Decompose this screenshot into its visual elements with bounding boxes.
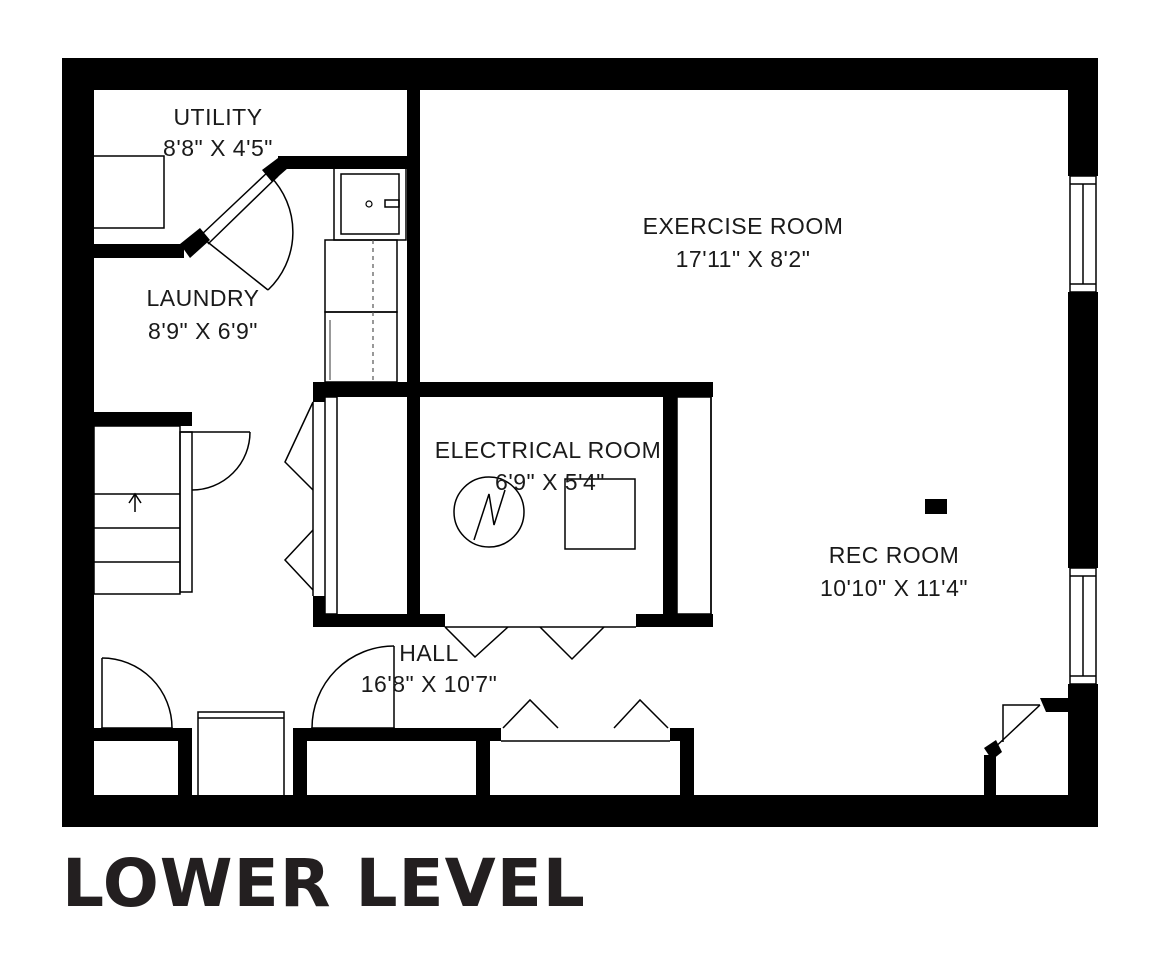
laundry-dims: 8'9" X 6'9": [148, 318, 258, 344]
label-utility: UTILITY 8'8" X 4'5": [163, 104, 273, 161]
electrical-bifold: [444, 626, 636, 661]
storage-unit: [197, 711, 285, 797]
exercise-dims: 17'11" X 8'2": [676, 246, 811, 272]
closet-door-center: [311, 645, 395, 739]
laundry-sink: [333, 167, 407, 241]
hall-name: HALL: [399, 640, 459, 666]
window-lower: [1068, 567, 1098, 685]
staircase: [93, 425, 193, 595]
closet-bifold-left: [283, 401, 314, 591]
rec-dims: 10'10" X 11'4": [820, 575, 968, 601]
level-title: LOWER LEVEL: [62, 845, 586, 922]
stair-door: [191, 431, 251, 491]
closet-door-left: [101, 657, 173, 739]
furnace-symbol: [453, 476, 525, 548]
window-upper: [1068, 175, 1098, 293]
electrical-name: ELECTRICAL ROOM: [435, 437, 661, 463]
washer-dryer: [324, 239, 398, 383]
label-laundry: LAUNDRY 8'9" X 6'9": [147, 285, 260, 344]
label-exercise: EXERCISE ROOM 17'11" X 8'2": [643, 213, 844, 272]
electrical-right-panel: [676, 396, 712, 615]
utility-equipment: [94, 155, 165, 229]
exercise-name: EXERCISE ROOM: [643, 213, 844, 239]
label-hall: HALL 16'8" X 10'7": [361, 640, 497, 697]
utility-name: UTILITY: [173, 104, 262, 130]
support-post: [925, 499, 947, 514]
closet-panel: [312, 396, 338, 615]
laundry-name: LAUNDRY: [147, 285, 260, 311]
electrical-panel: [564, 478, 636, 550]
hall-bifold: [501, 698, 670, 742]
label-rec: REC ROOM 10'10" X 11'4": [820, 542, 968, 601]
interior-walls: [62, 90, 1068, 798]
label-electrical: ELECTRICAL ROOM 6'9" X 5'4": [435, 437, 661, 495]
utility-dims: 8'8" X 4'5": [163, 135, 273, 161]
rec-corner-door: [989, 704, 1041, 753]
electrical-dims: 6'9" X 5'4": [495, 469, 605, 495]
laundry-door: [199, 169, 294, 291]
rec-name: REC ROOM: [829, 542, 960, 568]
hall-dims: 16'8" X 10'7": [361, 671, 497, 697]
